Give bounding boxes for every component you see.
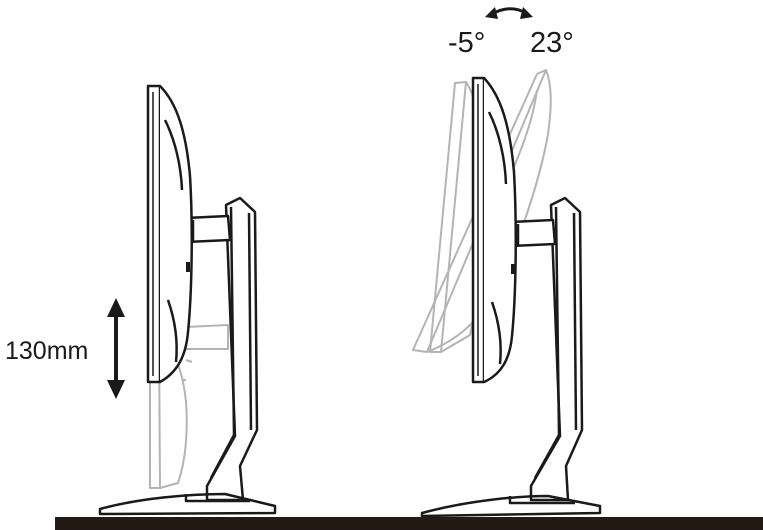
monitor-height-view [98,84,277,516]
hinge-block-right [509,218,557,248]
monitor-raised [146,84,193,384]
stand-column [205,196,259,502]
monitor-tilt-view [412,7,602,518]
monitor-upright [471,76,517,384]
double-vertical-arrow-icon [107,298,125,399]
stand-column-right [529,196,584,502]
tilt-forward-angle-label: 23° [530,27,574,59]
stand-base-right [420,494,602,518]
stand-base [98,492,277,516]
tilt-back-angle-label: -5° [448,27,486,59]
curved-double-arrow-icon [485,7,533,19]
desk-surface [55,517,763,530]
height-adjust-label: 130mm [5,337,89,365]
